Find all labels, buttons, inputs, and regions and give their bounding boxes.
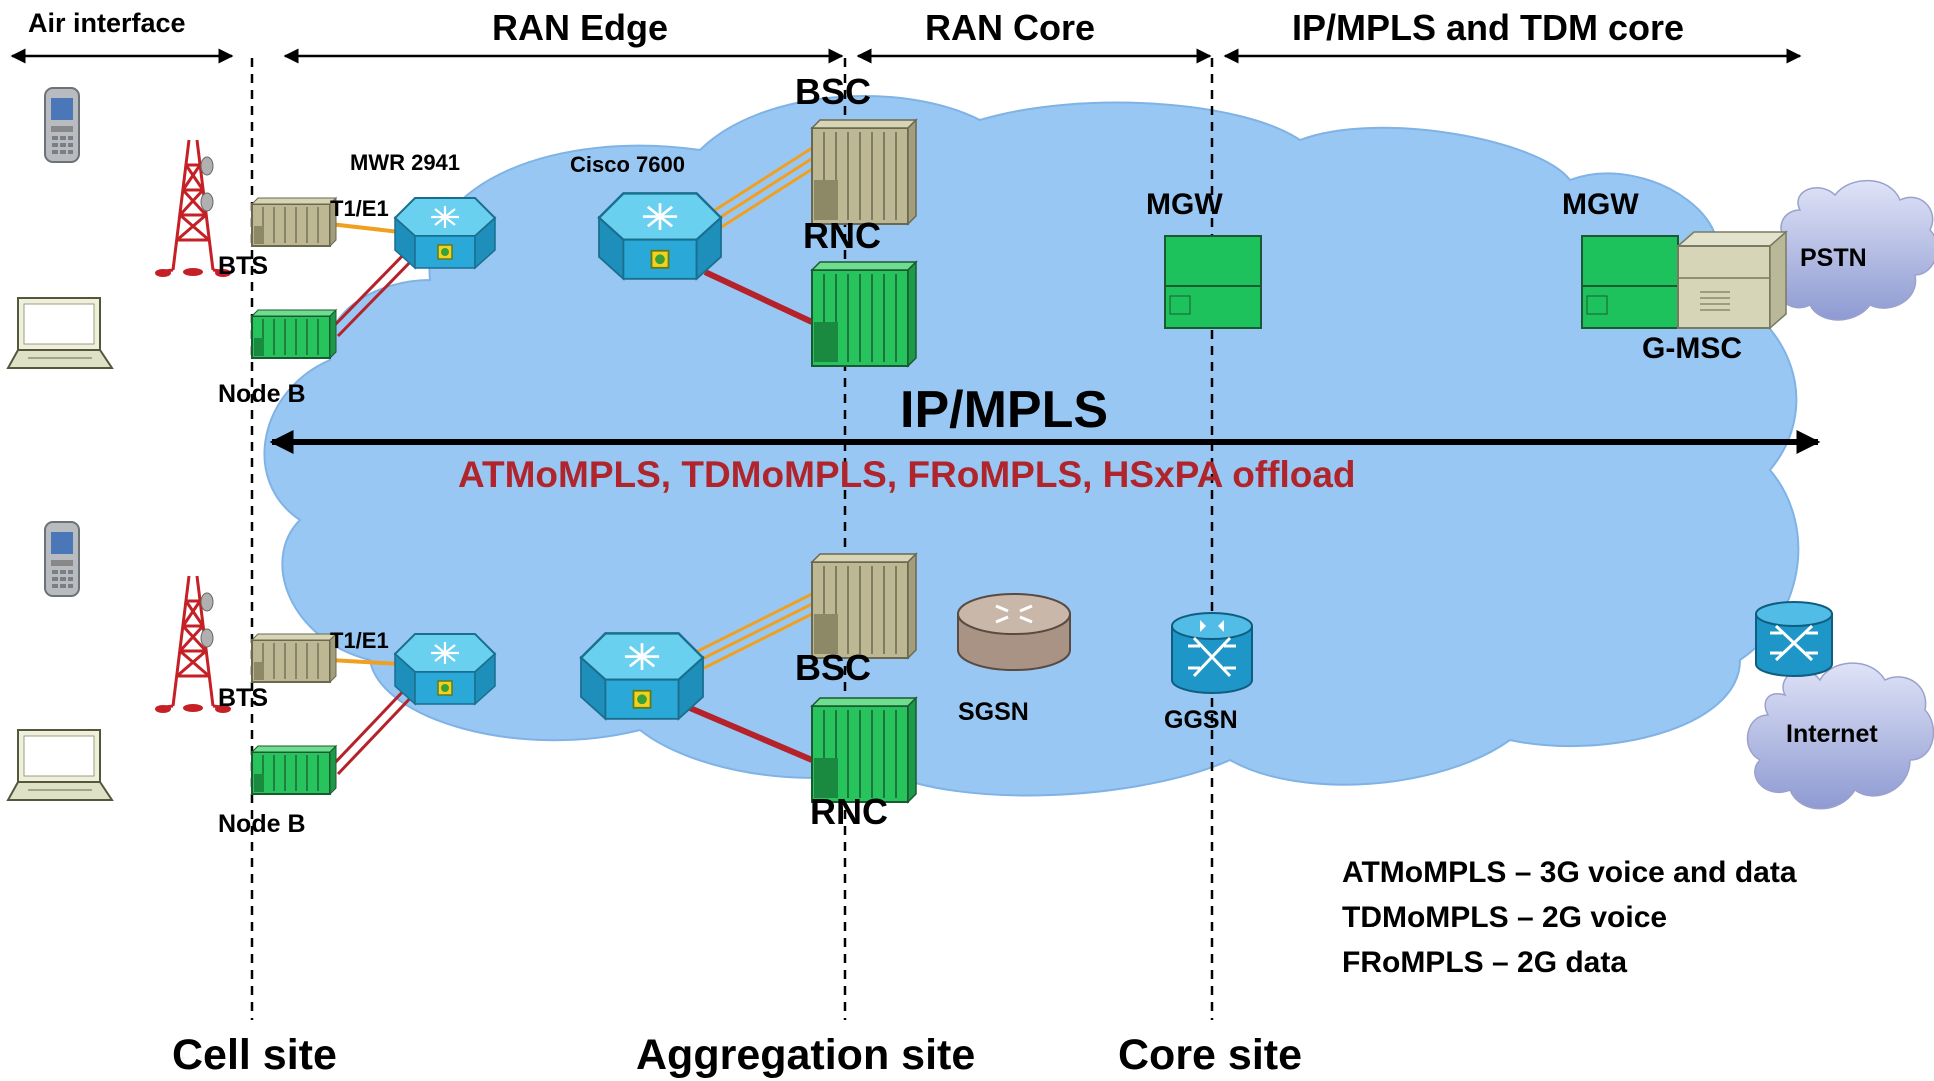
legend-line-atmompls: ATMoMPLS – 3G voice and data [1342, 856, 1797, 889]
links-top [328, 146, 821, 338]
label-t1e1-top: T1/E1 [330, 196, 389, 221]
site-label-cell: Cell site [172, 1031, 337, 1079]
rnc-equipment-bottom [811, 697, 917, 803]
nodeb-equipment-top [251, 309, 337, 359]
label-nodeb-top: Node B [218, 380, 306, 408]
links-bottom [328, 592, 821, 776]
cisco-7600-icon-top [597, 192, 723, 281]
internet-edge-router-icon [1755, 601, 1833, 677]
label-internet: Internet [1786, 720, 1878, 748]
label-pstn: PSTN [1800, 244, 1867, 272]
legend-line-tdmompls: TDMoMPLS – 2G voice [1342, 901, 1668, 934]
bts-equipment-bottom [251, 633, 337, 683]
zone-label-ran-core: RAN Core [925, 7, 1096, 48]
backbone-services: ATMoMPLS, TDMoMPLS, FRoMPLS, HSxPA offlo… [458, 454, 1356, 495]
bsc-equipment-top [811, 119, 917, 225]
bts-equipment-top [251, 197, 337, 247]
label-t1e1-bottom: T1/E1 [330, 628, 389, 653]
label-mgw-core: MGW [1146, 188, 1223, 221]
mwr-router-icon-top [393, 196, 497, 270]
gmsc-equipment [1676, 230, 1788, 330]
legend-line-frompls: FRoMPLS – 2G data [1342, 946, 1628, 979]
site-label-aggregation: Aggregation site [636, 1031, 976, 1079]
label-bts-top: BTS [218, 252, 268, 280]
label-sgsn: SGSN [958, 698, 1029, 726]
label-nodeb-bottom: Node B [218, 810, 306, 838]
label-rnc-top: RNC [803, 215, 881, 256]
phone-icon-bottom [44, 521, 80, 597]
laptop-icon-bottom [7, 729, 113, 801]
label-mgw-tdm: MGW [1562, 188, 1639, 221]
cisco-7600-icon-bottom [579, 632, 705, 721]
rnc-equipment-top [811, 261, 917, 367]
internet-cloud [1746, 662, 1934, 810]
zone-label-ipmpls-tdm-core: IP/MPLS and TDM core [1292, 7, 1685, 48]
nodeb-equipment-bottom [251, 745, 337, 795]
site-label-core: Core site [1118, 1031, 1303, 1079]
mwr-router-icon-bottom [393, 632, 497, 706]
zone-label-air-interface: Air interface [28, 8, 186, 38]
laptop-icon-top [7, 297, 113, 369]
sgsn-router-icon [957, 593, 1071, 671]
backbone-title: IP/MPLS [900, 381, 1109, 439]
label-cisco-7600: Cisco 7600 [570, 152, 685, 177]
label-bsc-top: BSC [795, 71, 872, 112]
label-bsc-bottom: BSC [795, 647, 872, 688]
zone-label-ran-edge: RAN Edge [492, 7, 669, 48]
label-mwr-2941: MWR 2941 [350, 150, 461, 175]
label-ggsn: GGSN [1164, 706, 1238, 734]
phone-icon-top [44, 87, 80, 163]
label-bts-bottom: BTS [218, 684, 268, 712]
label-gmsc: G-MSC [1642, 332, 1742, 365]
ggsn-switch-icon [1171, 612, 1253, 694]
bsc-equipment-bottom [811, 553, 917, 659]
label-rnc-bottom: RNC [810, 791, 888, 832]
mgw-tdm-equipment [1581, 235, 1679, 329]
mgw-core-equipment [1164, 235, 1262, 329]
